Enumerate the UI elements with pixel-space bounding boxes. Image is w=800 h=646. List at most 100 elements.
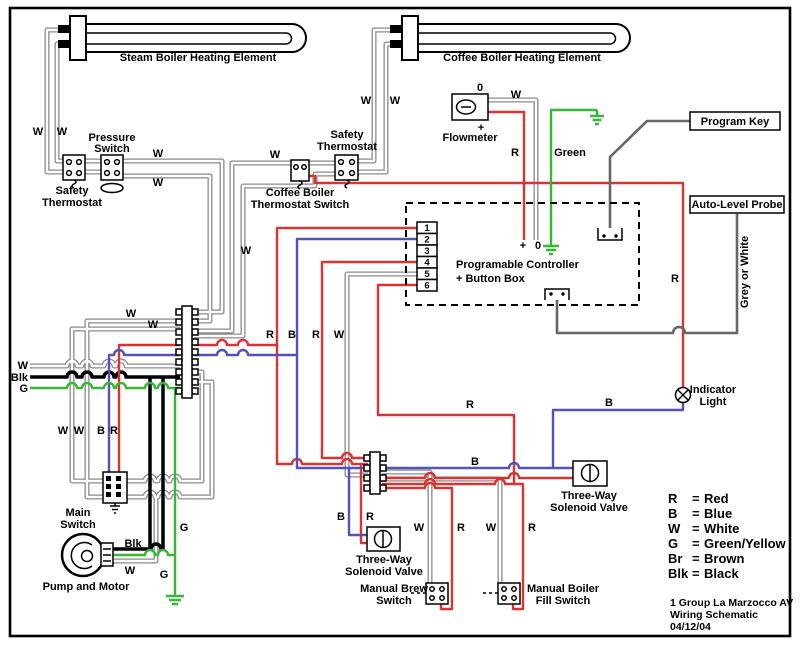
- legend-abbr: Blk: [668, 566, 689, 581]
- terminal-number-6: 6: [424, 281, 429, 292]
- controller-plus: +: [520, 240, 526, 252]
- label-brew-switch: Switch: [376, 595, 412, 607]
- legend-equals: =: [692, 551, 700, 566]
- legend-equals: =: [692, 566, 700, 581]
- label-brew-switch: Manual Brew: [360, 583, 428, 595]
- label-coffee-thermostat-switch: Thermostat Switch: [251, 199, 350, 211]
- wire-label-r: R: [312, 329, 320, 341]
- labels: Steam Boiler Heating Element Coffee Boil…: [11, 52, 783, 607]
- wire-label-b: B: [471, 456, 479, 468]
- wire-label-r: R: [110, 425, 118, 437]
- terminal-number-1: 1: [424, 223, 430, 234]
- legend-equals: =: [692, 521, 700, 536]
- steam-heating-element: [58, 15, 307, 61]
- page-border: [8, 6, 792, 638]
- wire-label-w: W: [33, 126, 44, 138]
- legend-abbr: G: [668, 536, 678, 551]
- wire-label-w: W: [511, 89, 522, 101]
- label-auto-level-probe: Auto-Level Probe: [691, 199, 782, 211]
- wire-label-w: W: [58, 425, 69, 437]
- three-way-solenoid-left: [366, 526, 401, 552]
- wire-label-b: B: [337, 511, 345, 523]
- safety-thermostat-coffee: [334, 154, 359, 189]
- label-solenoid-left: Three-Way: [356, 554, 413, 566]
- wire-label-w: W: [126, 308, 137, 320]
- program-key-connector: [597, 228, 623, 241]
- footer-date: 04/12/04: [670, 621, 711, 633]
- wire-label-w: W: [153, 148, 164, 160]
- legend-abbr: R: [668, 491, 678, 506]
- footer: 1 Group La Marzocco AV Wiring Schematic …: [670, 597, 793, 633]
- terminal-strip-central: [363, 451, 387, 495]
- wire-label-green: Green: [554, 147, 586, 159]
- wires-black: [30, 370, 180, 551]
- wire-label-w: W: [361, 95, 372, 107]
- probe-connector: [544, 288, 570, 300]
- terminal-number-3: 3: [424, 246, 429, 257]
- auto-level-probe-box: [689, 195, 785, 214]
- wire-label-r: R: [528, 522, 536, 534]
- wire-label-b: B: [97, 425, 105, 437]
- flowmeter-plus: +: [478, 122, 484, 134]
- wire-label-r: R: [266, 329, 274, 341]
- wire-label-r: R: [366, 511, 374, 523]
- legend-equals: =: [692, 491, 700, 506]
- pressure-switch: [100, 154, 124, 194]
- label-steam-element: Steam Boiler Heating Element: [120, 52, 277, 64]
- wire-label-g: G: [19, 383, 28, 395]
- wires-grey-signal: [555, 119, 739, 335]
- wire-label-w: W: [270, 149, 281, 161]
- wire-label-w: W: [390, 95, 401, 107]
- wire-label-r: R: [466, 399, 474, 411]
- wire-label-w: W: [414, 522, 425, 534]
- footer-subtitle: Wiring Schematic: [670, 609, 758, 621]
- label-safety-thermostat-coffee: Thermostat: [317, 141, 377, 153]
- element-terminal: [390, 40, 403, 48]
- flowmeter-zero: 0: [477, 82, 483, 94]
- terminal-number-4: 4: [424, 258, 430, 269]
- legend-name: Red: [704, 491, 729, 506]
- legend-equals: =: [692, 506, 700, 521]
- controller-zero: 0: [535, 240, 541, 252]
- wire-label-r: R: [511, 147, 519, 159]
- label-pump: Pump and Motor: [43, 581, 130, 593]
- coffee-thermostat-switch: [290, 159, 310, 190]
- label-main-switch: Main: [65, 507, 90, 519]
- wire-label-b: B: [605, 397, 613, 409]
- label-indicator-light: Indicator: [690, 384, 737, 396]
- wires-red: [117, 110, 685, 611]
- terminal-number-2: 2: [424, 235, 429, 246]
- label-safety-thermostat-steam: Thermostat: [42, 197, 102, 209]
- element-terminal: [58, 25, 71, 33]
- label-safety-thermostat-coffee: Safety: [330, 129, 364, 141]
- terminal-6: [416, 278, 438, 292]
- flowmeter: [451, 93, 489, 121]
- legend-name: Blue: [704, 506, 732, 521]
- label-grey-or-white: Grey or White: [739, 236, 751, 308]
- element-terminal: [390, 25, 403, 33]
- wire-label-blk: Blk: [11, 372, 29, 384]
- legend-name: Brown: [704, 551, 745, 566]
- program-key-box: [689, 111, 781, 131]
- wire-label-w: W: [125, 565, 136, 577]
- three-way-solenoid-right: [572, 460, 608, 487]
- safety-thermostat-steam: [62, 154, 86, 189]
- element-terminal: [58, 40, 71, 48]
- programmable-controller: [405, 202, 640, 306]
- legend: R = Red B = Blue W = White G = Green/Yel…: [668, 491, 787, 581]
- wire-label-w: W: [74, 425, 85, 437]
- legend-name: Green/Yellow: [704, 536, 787, 551]
- label-pressure-switch: Pressure: [88, 132, 135, 144]
- wire-label-g: G: [160, 569, 169, 581]
- wire-label-r: R: [671, 273, 679, 285]
- main-switch: [102, 471, 128, 514]
- legend-abbr: B: [668, 506, 677, 521]
- wire-label-w: W: [153, 177, 164, 189]
- wire-label-w: W: [57, 126, 68, 138]
- wire-label-r: R: [457, 522, 465, 534]
- footer-title: 1 Group La Marzocco AV: [670, 597, 793, 609]
- label-solenoid-right: Solenoid Valve: [550, 502, 628, 514]
- label-solenoid-left: Solenoid Valve: [345, 566, 423, 578]
- legend-name: Black: [704, 566, 739, 581]
- wire-label-w: W: [486, 522, 497, 534]
